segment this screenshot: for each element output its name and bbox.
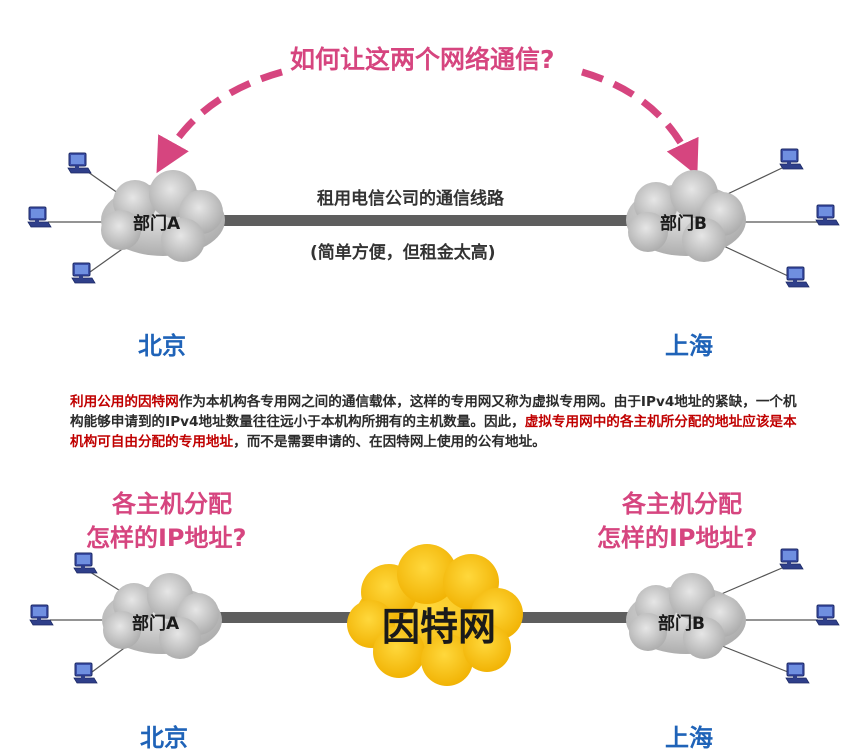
computer-icon [815,604,840,626]
explanation-paragraph: 利用公用的因特网作为本机构各专用网之间的通信载体，这样的专用网又称为虚拟专用网。… [70,392,800,452]
city-shanghai-bottom: 上海 [665,724,713,752]
bottom-question-right-line2: 怎样的IP地址? [597,524,758,552]
computer-icon [27,206,52,228]
bottom-question-left-line1: 各主机分配 [112,490,232,518]
leased-line-label: 租用电信公司的通信线路 [317,189,504,209]
spokes-bottom-right [711,567,818,673]
computer-icon [67,152,92,174]
bottom-question-right-line1: 各主机分配 [622,490,742,518]
top-question: 如何让这两个网络通信? [290,45,555,74]
cloud-dept-a-bottom [102,573,222,659]
computer-icon [785,266,810,288]
city-beijing-bottom: 北京 [140,724,188,752]
highlight-public-internet: 利用公用的因特网 [70,394,179,410]
computer-icon [779,148,804,170]
city-beijing-top: 北京 [138,332,186,360]
computer-icon [73,662,98,684]
dept-a-label-top: 部门A [133,214,181,234]
computer-icon [73,552,98,574]
link-internet-b [500,612,670,623]
paragraph-text-1: 作为本机构各专用网之间的通信载体，这样的专用网又称为虚拟专用网。由于IPv4地址… [70,394,797,430]
computer-icon [815,204,840,226]
dept-b-label-top: 部门B [660,214,707,234]
dept-b-label-bottom: 部门B [658,614,705,634]
dept-a-label-bottom: 部门A [132,614,180,634]
cloud-dept-a-top [101,170,225,262]
leased-line [205,215,645,226]
cloud-dept-b-top [626,170,746,262]
computer-icon [779,548,804,570]
dashed-arrow-left [156,68,283,174]
leased-line-note: (简单方便，但租金太高) [310,243,496,263]
highlight-private-address: 虚拟专用网中的各主机所分配的地址应该是本机构可自由分配的专用地址 [70,414,797,450]
internet-label: 因特网 [382,605,497,649]
dashed-arrow-right [581,68,699,176]
computer-icon [785,662,810,684]
internet-cloud [347,544,523,686]
computer-icon [71,262,96,284]
city-shanghai-top: 上海 [665,332,713,360]
link-a-internet [200,612,370,623]
bottom-question-left-line2: 怎样的IP地址? [86,524,247,552]
computer-icon [29,604,54,626]
cloud-dept-b-bottom [626,573,746,659]
paragraph-text-2: ，而不是需要申请的、在因特网上使用的公有地址。 [233,434,546,450]
